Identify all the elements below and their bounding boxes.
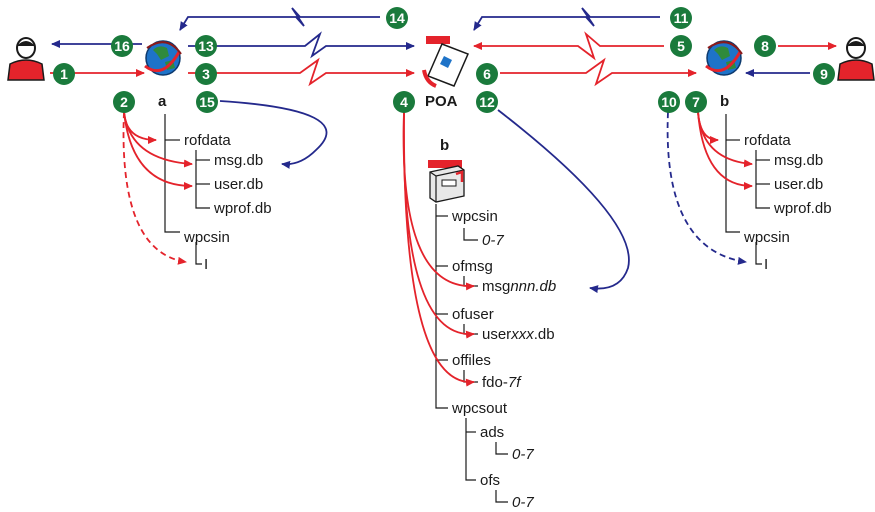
po-ads: ads bbox=[480, 424, 504, 441]
arrow-step-3 bbox=[188, 57, 415, 87]
svg-text:13: 13 bbox=[198, 38, 214, 54]
svg-text:12: 12 bbox=[479, 94, 495, 110]
svg-text:16: 16 bbox=[114, 38, 130, 54]
svg-text:5: 5 bbox=[677, 38, 685, 54]
arrow-step-14 bbox=[179, 7, 380, 31]
label-client-b: b bbox=[720, 93, 729, 110]
po-offiles: offiles bbox=[452, 352, 491, 369]
poa-postoffice-icon bbox=[422, 36, 470, 88]
arrow-step-10 bbox=[666, 111, 747, 265]
svg-text:1: 1 bbox=[60, 66, 68, 82]
svg-text:10: 10 bbox=[661, 94, 677, 110]
po-user-suffix: .db bbox=[534, 326, 555, 343]
tree-a-sub: I bbox=[204, 256, 208, 273]
tree-b: rofdata msg.db user.db wprof.db wpcsin I bbox=[725, 114, 832, 273]
tree-b-wprofdb: wprof.db bbox=[773, 200, 832, 217]
user-icon-right bbox=[837, 37, 875, 81]
badge-12: 12 bbox=[476, 91, 498, 113]
mailbox-icon bbox=[428, 160, 465, 203]
tree-b-rofdata: rofdata bbox=[744, 132, 791, 149]
tree-b-msgdb: msg.db bbox=[774, 152, 823, 169]
arrow-step-2 bbox=[122, 111, 193, 265]
arrow-step-4 bbox=[402, 111, 475, 387]
po-msg-prefix: msg bbox=[482, 278, 510, 295]
badge-1: 1 bbox=[53, 63, 75, 85]
svg-text:4: 4 bbox=[400, 94, 408, 110]
po-tree: wpcsin 0-7 ofmsg msgnnn.db ofuser userxx… bbox=[435, 204, 556, 511]
badge-16: 16 bbox=[111, 35, 133, 57]
client-globe-icon-a bbox=[144, 40, 182, 76]
po-ofs-sub: 0-7 bbox=[512, 494, 534, 511]
badge-5: 5 bbox=[670, 35, 692, 57]
arrow-step-11 bbox=[473, 7, 660, 31]
badge-8: 8 bbox=[754, 35, 776, 57]
svg-text:15: 15 bbox=[199, 94, 215, 110]
badge-13: 13 bbox=[195, 35, 217, 57]
po-user-var: xxx bbox=[510, 326, 534, 343]
svg-text:9: 9 bbox=[820, 66, 828, 82]
tree-a: rofdata msg.db user.db wprof.db wpcsin I bbox=[164, 114, 272, 273]
po-fdo-var: 7f bbox=[508, 374, 522, 391]
arrow-step-7 bbox=[697, 111, 753, 190]
tree-a-wprofdb: wprof.db bbox=[213, 200, 272, 217]
po-msg-var: nnn.db bbox=[510, 278, 556, 295]
badge-3: 3 bbox=[195, 63, 217, 85]
svg-text:7: 7 bbox=[692, 94, 700, 110]
po-fdo: fdo-7f bbox=[482, 374, 522, 391]
po-wpcsout: wpcsout bbox=[451, 400, 508, 417]
svg-text:8: 8 bbox=[761, 38, 769, 54]
po-ofuser: ofuser bbox=[452, 306, 494, 323]
user-icon-left bbox=[7, 37, 45, 81]
tree-b-wpcsin: wpcsin bbox=[743, 229, 790, 246]
po-wpcsin: wpcsin bbox=[451, 208, 498, 225]
badge-7: 7 bbox=[685, 91, 707, 113]
svg-text:14: 14 bbox=[389, 10, 405, 26]
svg-text:2: 2 bbox=[120, 94, 128, 110]
badge-10: 10 bbox=[658, 91, 680, 113]
po-fdo-prefix: fdo- bbox=[482, 374, 508, 391]
po-user-prefix: user bbox=[482, 326, 511, 343]
arrow-step-13 bbox=[188, 31, 415, 59]
arrow-step-12 bbox=[497, 109, 630, 294]
label-poa: POA bbox=[425, 93, 458, 110]
svg-text:6: 6 bbox=[483, 66, 491, 82]
po-msg-file: msgnnn.db bbox=[482, 278, 556, 295]
po-ofmsg: ofmsg bbox=[452, 258, 493, 275]
tree-a-wpcsin: wpcsin bbox=[183, 229, 230, 246]
tree-a-rofdata: rofdata bbox=[184, 132, 231, 149]
arrow-step-15 bbox=[219, 100, 328, 169]
tree-a-userdb: user.db bbox=[214, 176, 263, 193]
tree-b-sub: I bbox=[764, 256, 768, 273]
badge-4: 4 bbox=[393, 91, 415, 113]
arrow-step-5 bbox=[473, 31, 664, 61]
tree-b-userdb: user.db bbox=[774, 176, 823, 193]
label-po-b: b bbox=[440, 137, 449, 154]
badge-2: 2 bbox=[113, 91, 135, 113]
client-globe-icon-b bbox=[705, 40, 743, 76]
badge-11: 11 bbox=[670, 7, 692, 29]
po-wpcsin-sub: 0-7 bbox=[482, 232, 504, 249]
po-ads-sub: 0-7 bbox=[512, 446, 534, 463]
svg-text:11: 11 bbox=[674, 10, 689, 26]
badge-15: 15 bbox=[196, 91, 218, 113]
label-client-a: a bbox=[158, 93, 167, 110]
tree-a-msgdb: msg.db bbox=[214, 152, 263, 169]
badge-14: 14 bbox=[386, 7, 408, 29]
po-user-file: userxxx.db bbox=[482, 326, 555, 343]
badge-9: 9 bbox=[813, 63, 835, 85]
po-ofs: ofs bbox=[480, 472, 500, 489]
arrow-step-6 bbox=[500, 57, 697, 87]
svg-text:3: 3 bbox=[202, 66, 210, 82]
badge-6: 6 bbox=[476, 63, 498, 85]
